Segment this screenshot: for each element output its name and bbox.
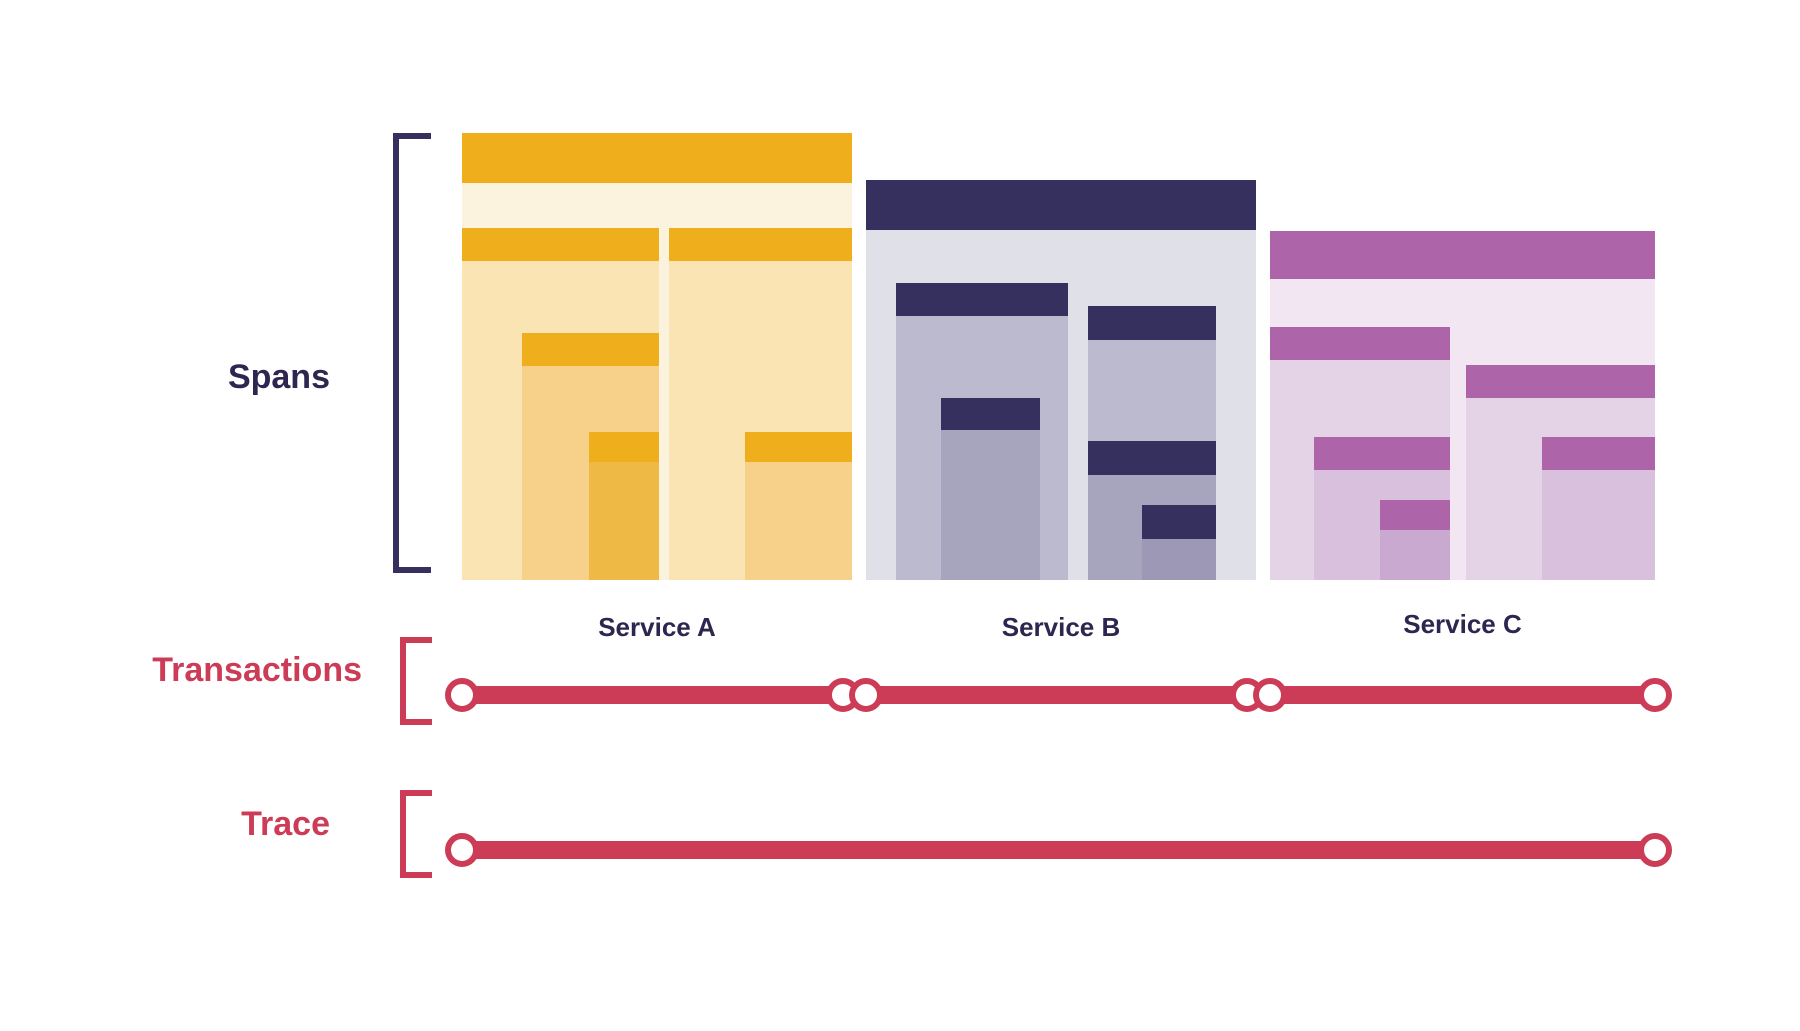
span-head-sibling-span-1 xyxy=(1088,306,1216,340)
transaction-transaction-service-b-start-marker[interactable] xyxy=(849,678,883,712)
span-head-child-span-1 xyxy=(1270,327,1450,360)
span-head-child-span-3 xyxy=(1380,500,1450,530)
span-sibling-span-3 xyxy=(1142,505,1216,580)
transaction-transaction-service-a[interactable] xyxy=(462,686,843,704)
span-head-sibling-span-2 xyxy=(745,432,852,462)
transaction-transaction-service-b[interactable] xyxy=(866,686,1247,704)
span-head-root-span xyxy=(462,133,852,183)
spans-row-label: Spans xyxy=(227,358,330,396)
span-sibling-span-2 xyxy=(1542,437,1655,580)
span-head-sibling-span-3 xyxy=(1142,505,1216,539)
transactions-bracket xyxy=(400,637,432,725)
span-head-root-span xyxy=(1270,231,1655,279)
service-column-service-c xyxy=(1270,0,1655,580)
span-head-child-span-1 xyxy=(896,283,1068,316)
service-caption-service-b: Service B xyxy=(1001,612,1121,642)
trace-row-label: Trace xyxy=(241,805,330,843)
transactions-row-label: Transactions xyxy=(152,651,362,689)
span-head-child-span-3 xyxy=(589,432,659,462)
span-head-sibling-span-2 xyxy=(1542,437,1655,470)
transaction-transaction-service-c-start-marker[interactable] xyxy=(1253,678,1287,712)
span-head-child-span-1 xyxy=(462,228,659,261)
span-head-sibling-span-2 xyxy=(1088,441,1216,475)
trace-trace-full-end-marker[interactable] xyxy=(1638,833,1672,867)
spans-bracket xyxy=(393,133,431,573)
trace-bracket xyxy=(400,790,432,878)
trace-trace-full-start-marker[interactable] xyxy=(445,833,479,867)
service-column-service-a xyxy=(462,0,852,580)
transaction-transaction-service-c-end-marker[interactable] xyxy=(1638,678,1672,712)
span-head-child-span-2 xyxy=(941,398,1040,430)
span-sibling-span-2 xyxy=(745,432,852,580)
span-child-span-3 xyxy=(589,432,659,580)
span-head-sibling-span-1 xyxy=(1466,365,1655,398)
spans-visualization xyxy=(462,0,1655,580)
span-child-span-2 xyxy=(941,398,1040,580)
service-caption-service-a: Service A xyxy=(598,612,716,642)
transaction-transaction-service-a-start-marker[interactable] xyxy=(445,678,479,712)
service-column-service-b xyxy=(866,0,1256,580)
trace-trace-full[interactable] xyxy=(462,841,1655,859)
span-head-child-span-2 xyxy=(1314,437,1450,470)
span-head-sibling-span-1 xyxy=(669,228,852,261)
span-child-span-3 xyxy=(1380,500,1450,580)
service-caption-service-c: Service C xyxy=(1403,609,1522,639)
span-head-root-span xyxy=(866,180,1256,230)
transaction-transaction-service-c[interactable] xyxy=(1270,686,1655,704)
span-head-child-span-2 xyxy=(522,333,659,366)
